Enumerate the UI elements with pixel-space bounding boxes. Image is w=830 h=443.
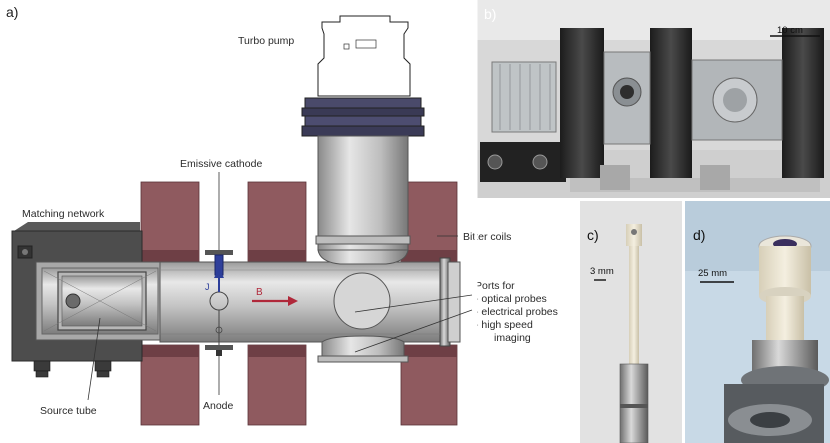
- turbo-pump-label: Turbo pump: [238, 35, 294, 47]
- port-electrical-label: - electrical probes: [475, 306, 558, 318]
- viewport-circle: [333, 272, 391, 330]
- port-optical-label: - optical probes: [475, 293, 547, 305]
- bitter-coils-bottom: [140, 344, 458, 426]
- source-tube: [35, 261, 165, 341]
- panel-c-photo: c) 3 mm: [580, 201, 682, 443]
- panel-a-label: a): [6, 4, 18, 20]
- matching-network-label: Matching network: [22, 208, 105, 220]
- port-imaging-label: imaging: [494, 332, 531, 344]
- current-symbol: J: [205, 282, 210, 292]
- scale-label-b: 10 cm: [777, 25, 803, 36]
- panel-a-schematic: a): [6, 4, 558, 426]
- scale-label-c: 3 mm: [590, 266, 614, 277]
- panel-d-photo: d) 25 mm: [685, 201, 830, 443]
- panel-d-label: d): [693, 227, 705, 243]
- electrode-assembly: J: [205, 250, 233, 356]
- port-high-speed-label: - high speed: [475, 319, 533, 331]
- panel-c-label: c): [587, 227, 599, 243]
- source-tube-label: Source tube: [40, 405, 97, 417]
- ports-for-label: Ports for: [475, 280, 515, 292]
- leader-lines: [87, 172, 473, 401]
- turbo-pump: [301, 15, 425, 265]
- field-symbol: B: [256, 287, 263, 298]
- bitter-coils-top: [140, 181, 458, 263]
- bitter-coils-label: Bitter coils: [463, 231, 511, 243]
- emissive-cathode-label: Emissive cathode: [180, 158, 262, 170]
- panel-b-label: b): [484, 6, 496, 22]
- main-chamber: [159, 257, 461, 347]
- panel-b-photo: b) 10 cm: [476, 0, 830, 198]
- scale-label-d: 25 mm: [698, 268, 727, 279]
- lower-port: [317, 335, 409, 363]
- field-arrow: B: [252, 287, 298, 306]
- anode-label: Anode: [203, 400, 234, 412]
